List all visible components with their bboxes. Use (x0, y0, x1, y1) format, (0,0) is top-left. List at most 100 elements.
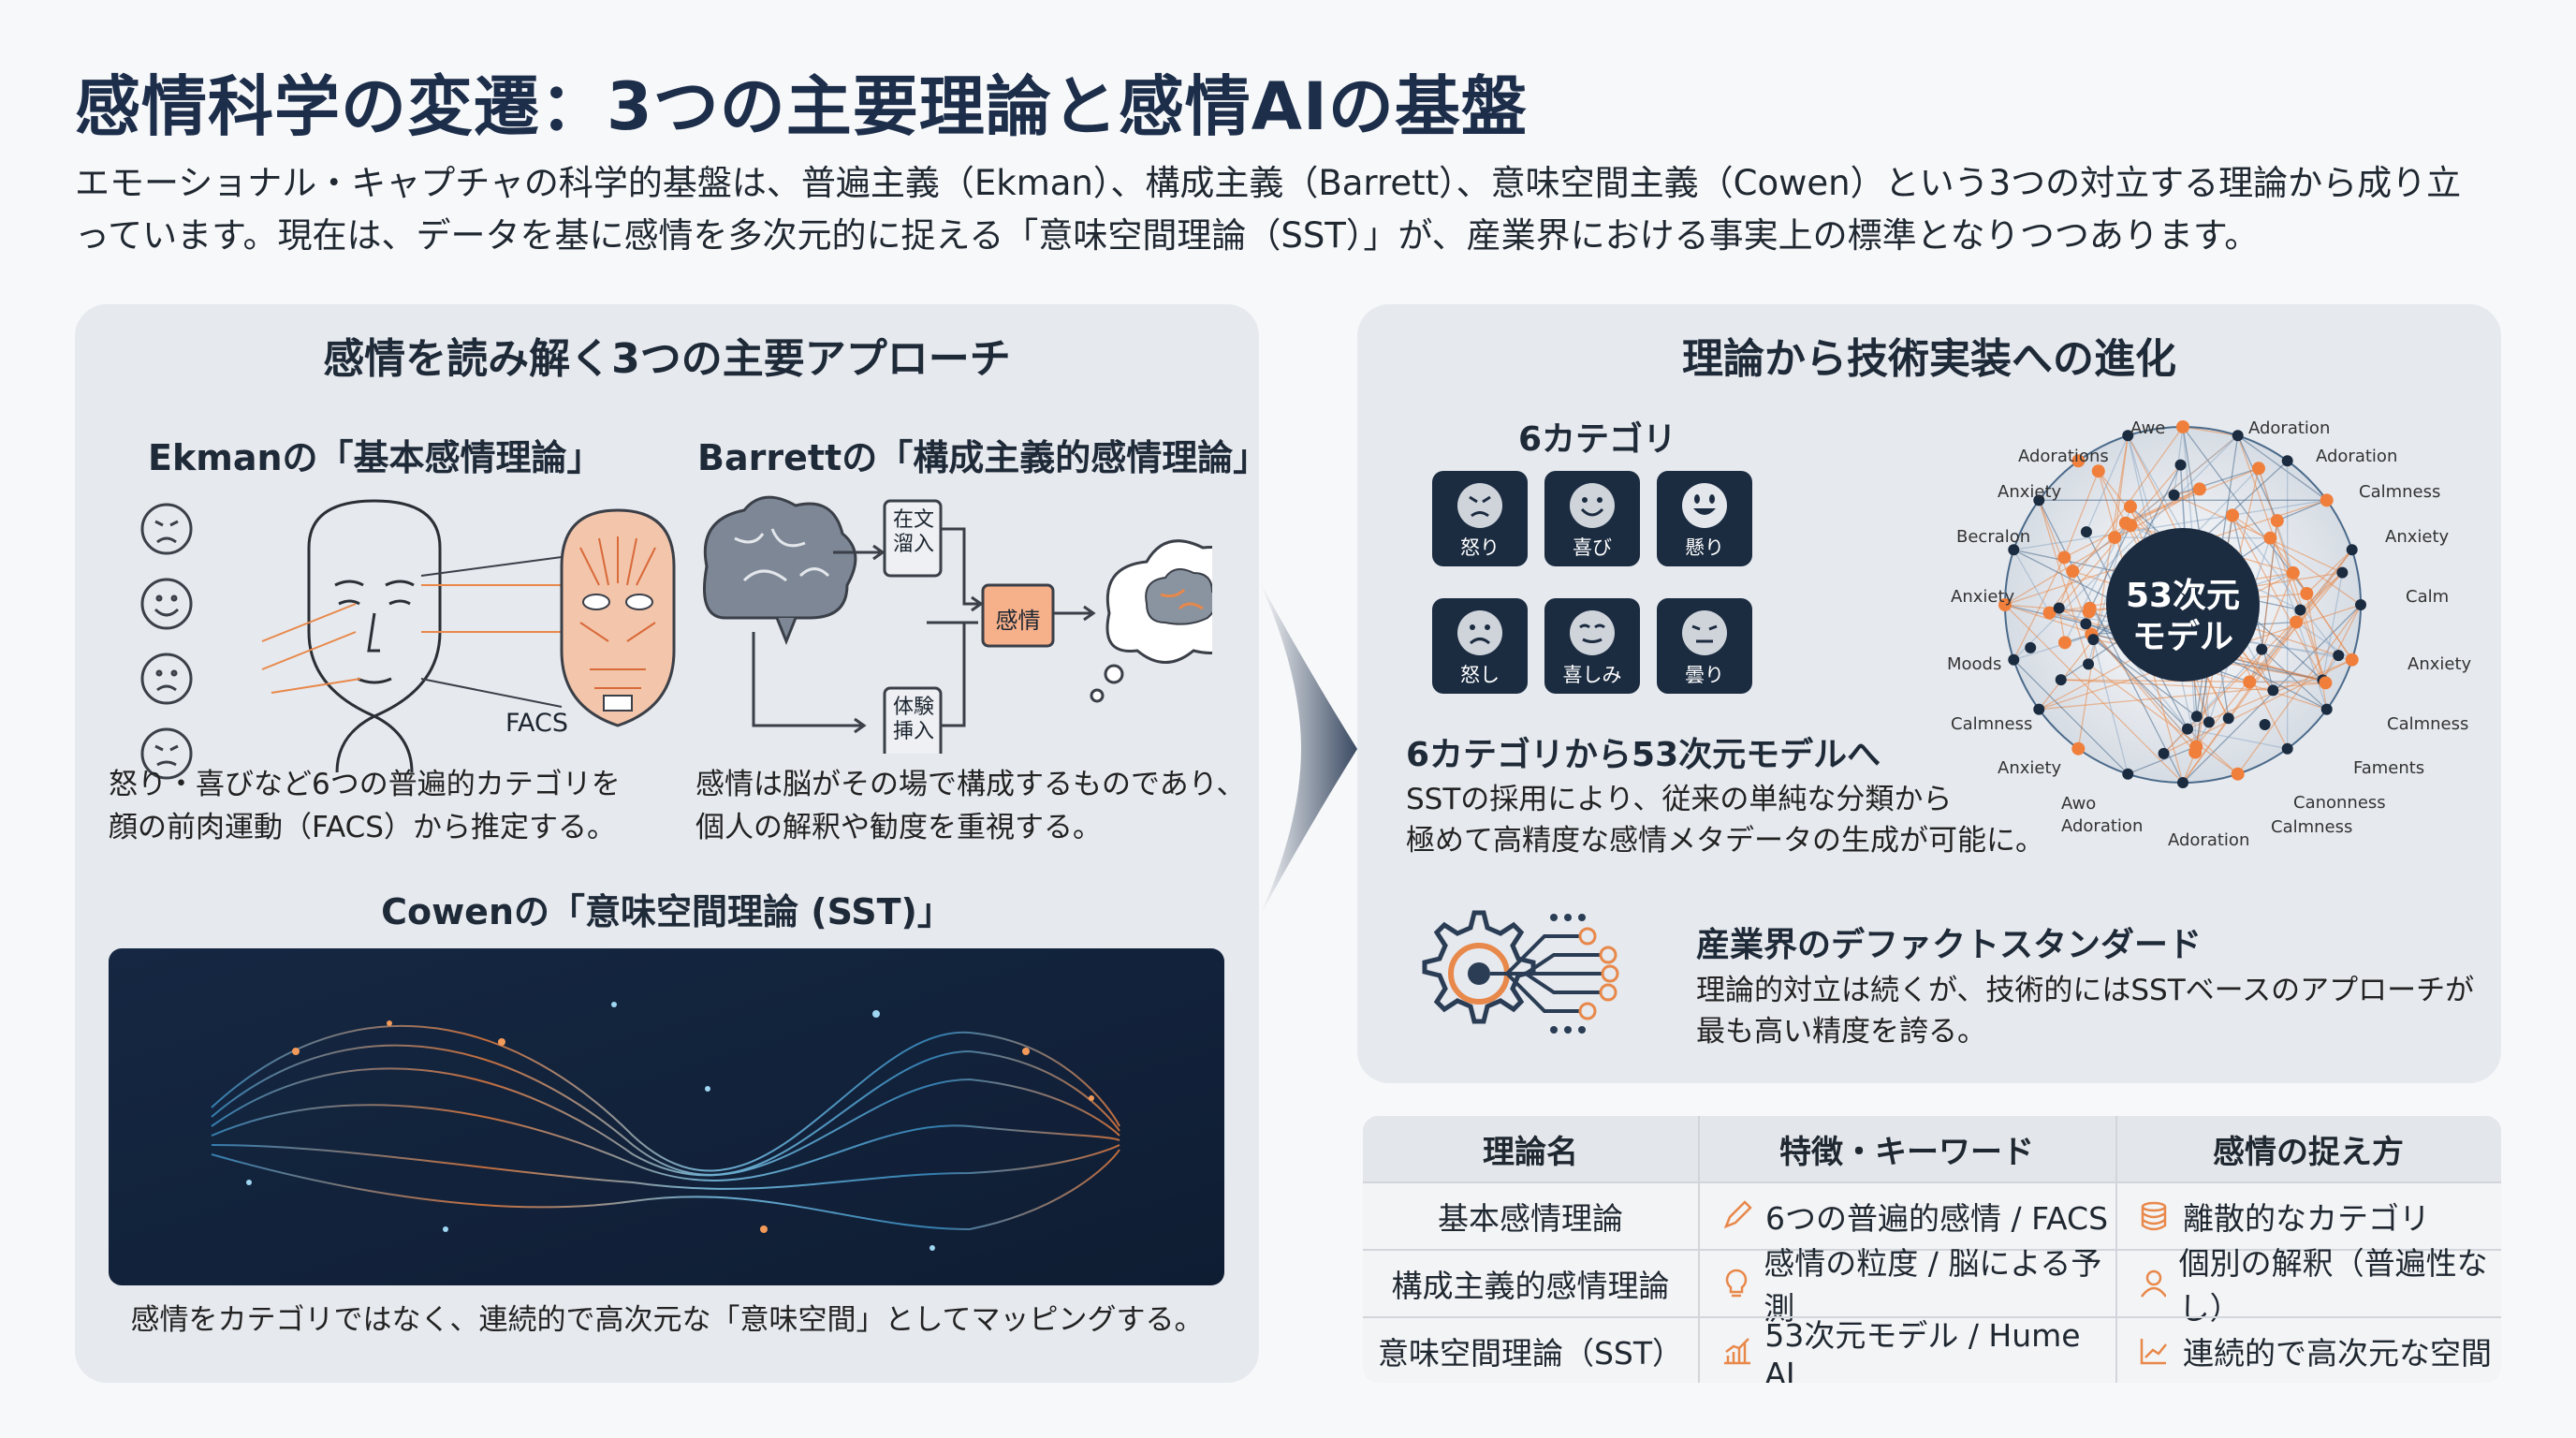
network-node (2057, 636, 2071, 650)
network-node (2071, 454, 2086, 468)
network-node (2174, 459, 2187, 471)
network-node (2033, 703, 2045, 715)
database-icon (2141, 1201, 2167, 1231)
network-node (2188, 745, 2203, 759)
dimension-label: Calm (2406, 587, 2450, 607)
dimension-label: Anxiety (1998, 758, 2062, 778)
network-node (2346, 544, 2358, 556)
angry-face-icon (1457, 483, 1502, 528)
dimension-label: Calmness (2271, 817, 2353, 837)
dimension-label: Anxiety (2385, 527, 2450, 547)
network-node (2294, 604, 2306, 616)
network-node (2256, 643, 2268, 655)
approaches-panel: 感情を読み解く3つの主要アプローチ Ekmanの「基本感情理論」 (75, 304, 1268, 1383)
pencil-icon (1723, 1200, 1752, 1229)
approaches-panel-title: 感情を読み解く3つの主要アプローチ (323, 335, 1011, 383)
evolution-desc-line1: SSTの採用により、従来の単純な分類から (1406, 783, 1953, 816)
network-node (2192, 482, 2206, 496)
dimension-label: Calmness (1951, 714, 2033, 734)
feature-cell: 感情の粒度 / 脳による予測 (1720, 1245, 2114, 1327)
network-node (2243, 675, 2257, 689)
theory-comparison-table: 理論名 特徴・キーワード 感情の捉え方 基本感情理論 6つの普遍的感情 / FA… (1363, 1116, 2501, 1383)
center-model-label: 53次元 モデル (2117, 576, 2248, 658)
network-node (2286, 565, 2300, 580)
dimension-label: Anxiety (1998, 482, 2062, 502)
table-header: 特徴・キーワード (1779, 1133, 2034, 1171)
industry-desc-line1: 理論的対立は続くが、技術的にはSSTベースのアプローチが (1696, 974, 2475, 1007)
table-row: 構成主義的感情理論 感情の粒度 / 脳による予測 個別の解釈（普遍性なし） (1363, 1245, 2501, 1327)
dimension-label: Awo Adoration (2061, 794, 2144, 836)
network-node (2123, 500, 2137, 514)
dimension-label: Anxiety (1951, 587, 2015, 607)
barrett-desc-line1: 感情は脳がその場で構成するものであり、 (695, 768, 1246, 801)
dimension-label: Adoration (2316, 447, 2398, 466)
network-node (2177, 777, 2188, 788)
view-text: 個別の解釈（普遍性なし） (2178, 1245, 2488, 1327)
emotion-label: 怒し (1460, 664, 1500, 686)
ekman-title: Ekmanの「基本感情理論」 (148, 437, 603, 478)
network-node (2222, 712, 2234, 725)
network-node (2091, 464, 2105, 478)
network-node (2008, 653, 2020, 666)
network-node (2057, 550, 2071, 565)
table-header-row: 理論名 特徴・キーワード 感情の捉え方 (1363, 1116, 2501, 1181)
ekman-desc-line2: 顔の前肉運動（FACS）から推定する。 (109, 811, 616, 844)
neutral-face-icon (1570, 610, 1615, 655)
feature-cell: 6つの普遍的感情 / FACS (1720, 1183, 2114, 1249)
network-node (2232, 430, 2244, 442)
network-node (2118, 516, 2132, 530)
barrett-desc-line2: 個人の解釈や勧度を重視する。 (695, 811, 1102, 844)
feature-text: 6つの普遍的感情 / FACS (1765, 1200, 2109, 1237)
dimension-label: Calmness (2387, 714, 2469, 734)
feature-text: 53次元モデル / Hume AI (1764, 1316, 2081, 1384)
network-node (2319, 676, 2333, 690)
lightbulb-icon (1725, 1269, 1748, 1298)
table-header: 理論名 (1483, 1133, 1578, 1171)
network-node (2333, 650, 2345, 662)
network-node (2300, 587, 2314, 601)
view-text: 離散的なカテゴリ (2183, 1200, 2430, 1237)
network-node (2259, 718, 2271, 730)
frown-face-icon (1682, 610, 1727, 655)
network-node (2176, 420, 2189, 433)
barrett-title: Barrettの「構成主義的感情理論」 (697, 437, 1269, 478)
dimension-label: Adoration (2248, 418, 2331, 438)
evolution-panel: 理論から技術実装への進化 6カテゴリ 怒り 喜び 懸り 怒し 喜しみ 曇り (1357, 304, 2501, 1083)
evolution-title: 6カテゴリから53次元モデルへ (1406, 736, 1881, 774)
dimension-label: Awe (2130, 418, 2166, 438)
facs-label: FACS (505, 709, 569, 738)
table-row: 意味空間理論（SST） 53次元モデル / Hume AI 連続的で高次元な空間 (1363, 1317, 2501, 1384)
emotion-card-joy: 喜び (1544, 471, 1640, 566)
barrett-diagram (703, 495, 1212, 754)
table-row: 基本感情理論 6つの普遍的感情 / FACS 離散的なカテゴリ (1363, 1183, 2501, 1249)
network-node (2168, 489, 2180, 501)
center-label-line2: モデル (2131, 618, 2233, 656)
semantic-space-visualization (109, 948, 1224, 1285)
network-node (2158, 747, 2170, 759)
network-node (2226, 508, 2240, 522)
theory-name: 基本感情理論 (1438, 1200, 1623, 1237)
person-icon (2140, 1269, 2166, 1298)
network-node (2281, 742, 2293, 755)
network-node (2290, 615, 2304, 629)
network-node (2008, 544, 2020, 556)
barrett-box-emotion: 感情 (995, 608, 1041, 634)
network-node (2122, 430, 2134, 442)
emotion-label: 喜しみ (1562, 664, 1622, 686)
chevron-right-icon (1259, 580, 1357, 917)
network-node (2080, 526, 2092, 538)
cowen-title: Cowenの「意味空間理論 (SST)」 (381, 891, 953, 932)
dimension-label: Adorations (2018, 447, 2109, 466)
network-node (2320, 703, 2333, 715)
barrett-box-experience: 体験 挿入 (892, 696, 934, 743)
theory-name: 意味空間理論（SST） (1377, 1335, 1684, 1372)
page-description: エモーショナル・キャプチャの科学的基盤は、普遍主義（Ekman）、構成主義（Ba… (75, 163, 2462, 256)
network-node (2251, 462, 2265, 476)
network-node (2345, 653, 2359, 667)
view-cell: 連続的で高次元な空間 (2138, 1318, 2501, 1383)
network-node (2042, 606, 2056, 620)
network-node (2033, 494, 2045, 506)
dimension-label: Calmness (2359, 482, 2441, 502)
view-text: 連続的で高次元な空間 (2183, 1335, 2492, 1372)
smile-face-icon (1570, 483, 1615, 528)
